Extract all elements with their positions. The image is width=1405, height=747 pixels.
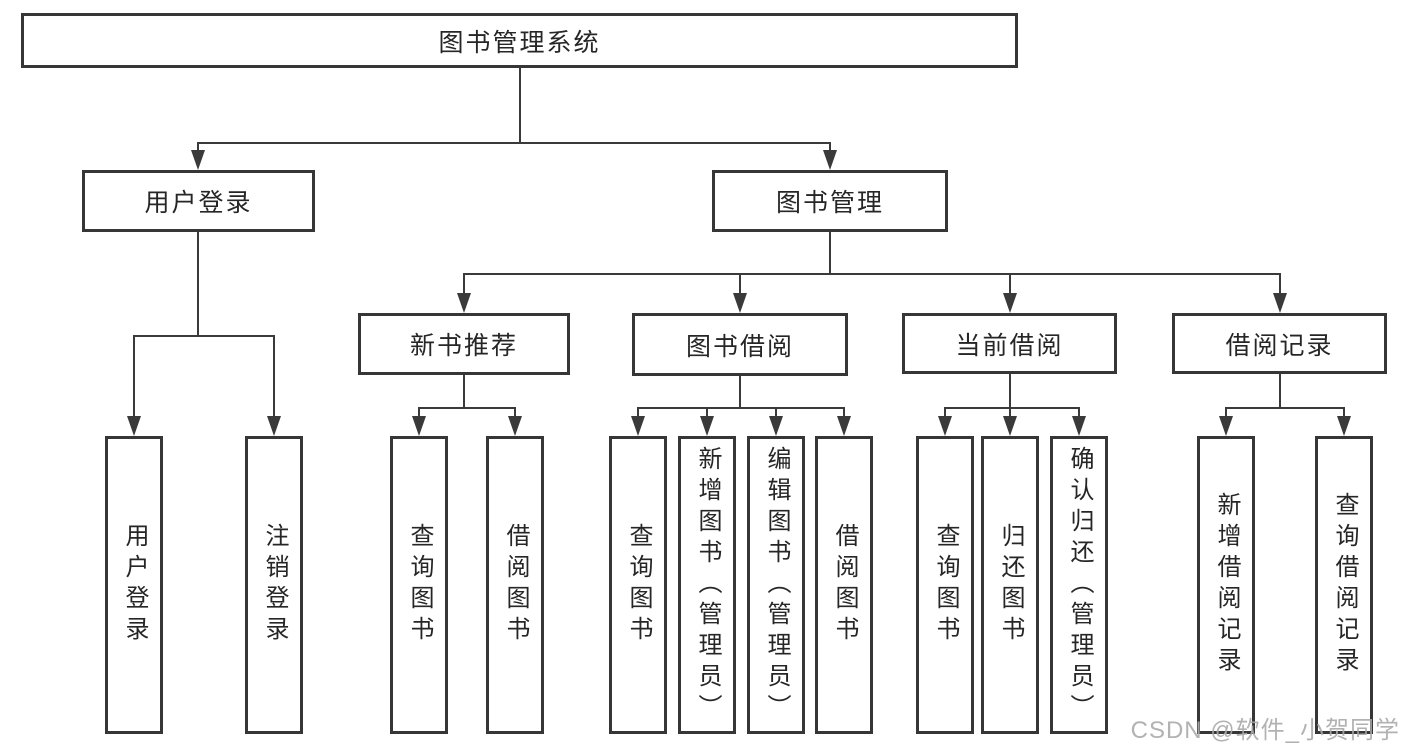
arrowhead-new-books bbox=[457, 293, 471, 313]
leaf-bb-add-books-admin: 新增图书（管理员） bbox=[678, 436, 736, 734]
arrowhead-cb-return bbox=[1003, 416, 1017, 436]
node-book-borrowing-label: 图书借阅 bbox=[685, 332, 794, 361]
csdn-watermark: CSDN @软件_小贺同学 bbox=[1130, 717, 1400, 744]
leaf-br-search-record: 查询借阅记录 bbox=[1315, 436, 1373, 734]
node-borrowing-records-label: 借阅记录 bbox=[1225, 331, 1334, 360]
arrowhead-bb-edit bbox=[769, 416, 783, 436]
arrowhead-leaf-login bbox=[127, 416, 141, 436]
leaf-cb-confirm-return-admin: 确认归还（管理员） bbox=[1050, 436, 1108, 734]
arrowhead-br-add bbox=[1219, 416, 1233, 436]
arrowhead-cb-search bbox=[938, 416, 952, 436]
leaf-cb-search-books-label: 查询图书 bbox=[932, 523, 959, 647]
connector-book-mgmt-bar bbox=[463, 273, 1281, 275]
arrowhead-bb-add bbox=[700, 416, 714, 436]
node-current-borrowing-label: 当前借阅 bbox=[955, 331, 1064, 360]
arrowhead-cb-confirm bbox=[1072, 416, 1086, 436]
leaf-bb-edit-books-admin: 编辑图书（管理员） bbox=[747, 436, 805, 734]
leaf-bb-add-books-admin-label: 新增图书（管理员） bbox=[694, 445, 721, 725]
node-library-system-label: 图书管理系统 bbox=[438, 28, 601, 57]
node-borrowing-records: 借阅记录 bbox=[1172, 313, 1387, 374]
arrowhead-nb-borrow bbox=[508, 416, 522, 436]
leaf-nb-borrow-books: 借阅图书 bbox=[486, 436, 544, 734]
node-current-borrowing: 当前借阅 bbox=[902, 313, 1117, 374]
connector-drop-nb-borrow bbox=[514, 407, 516, 419]
connector-book-borrow-stem bbox=[739, 376, 741, 407]
leaf-nb-search-books-label: 查询图书 bbox=[406, 523, 433, 647]
node-new-book-recommend-label: 新书推荐 bbox=[409, 332, 518, 360]
node-book-management-label: 图书管理 bbox=[775, 189, 884, 217]
leaf-cb-confirm-return-admin-label: 确认归还（管理员） bbox=[1066, 445, 1093, 725]
node-library-system: 图书管理系统 bbox=[21, 13, 1018, 68]
connector-drop-leaf-login bbox=[133, 335, 135, 419]
arrowhead-borrow-records bbox=[1273, 293, 1287, 313]
arrowhead-book-borrow bbox=[733, 293, 747, 313]
leaf-bb-borrow-books-label: 借阅图书 bbox=[831, 523, 858, 647]
leaf-br-search-record-label: 查询借阅记录 bbox=[1331, 492, 1358, 678]
connector-drop-user-login bbox=[197, 142, 199, 154]
arrowhead-user-login bbox=[191, 150, 205, 170]
connector-book-borrow-bar bbox=[637, 407, 845, 409]
connector-user-login-bar bbox=[133, 335, 275, 337]
connector-drop-current-borrow bbox=[1009, 273, 1011, 297]
node-new-book-recommend: 新书推荐 bbox=[358, 313, 570, 375]
leaf-nb-borrow-books-label: 借阅图书 bbox=[502, 523, 529, 647]
connector-drop-cb-search bbox=[944, 407, 946, 419]
leaf-logout-label: 注销登录 bbox=[261, 523, 288, 647]
connector-borrow-records-bar bbox=[1225, 407, 1345, 409]
connector-drop-leaf-logout bbox=[273, 335, 275, 419]
leaf-bb-borrow-books: 借阅图书 bbox=[815, 436, 873, 734]
connector-drop-bb-borrow bbox=[843, 407, 845, 419]
connector-new-books-bar bbox=[418, 407, 516, 409]
arrowhead-br-search bbox=[1337, 416, 1351, 436]
connector-current-borrow-stem bbox=[1009, 374, 1011, 407]
leaf-cb-return-books-label: 归还图书 bbox=[997, 523, 1024, 647]
connector-borrow-records-stem bbox=[1279, 374, 1281, 407]
leaf-bb-search-books: 查询图书 bbox=[609, 436, 667, 734]
leaf-cb-return-books: 归还图书 bbox=[981, 436, 1039, 734]
arrowhead-nb-search bbox=[412, 416, 426, 436]
leaf-br-add-record-label: 新增借阅记录 bbox=[1213, 492, 1240, 678]
leaf-nb-search-books: 查询图书 bbox=[390, 436, 448, 734]
connector-drop-borrow-records bbox=[1279, 273, 1281, 297]
connector-drop-book-mgmt bbox=[829, 142, 831, 154]
node-book-borrowing: 图书借阅 bbox=[632, 313, 848, 376]
connector-drop-book-borrow bbox=[739, 273, 741, 297]
connector-current-borrow-bar bbox=[944, 407, 1080, 409]
connector-drop-cb-return bbox=[1009, 407, 1011, 419]
node-user-login: 用户登录 bbox=[82, 170, 315, 232]
leaf-logout: 注销登录 bbox=[245, 436, 303, 734]
leaf-bb-search-books-label: 查询图书 bbox=[625, 523, 652, 647]
arrowhead-leaf-logout bbox=[267, 416, 281, 436]
connector-drop-bb-add bbox=[706, 407, 708, 419]
arrowhead-book-mgmt bbox=[823, 150, 837, 170]
connector-drop-br-search bbox=[1343, 407, 1345, 419]
connector-book-mgmt-stem bbox=[829, 232, 831, 273]
connector-root-bar bbox=[197, 142, 831, 144]
connector-drop-br-add bbox=[1225, 407, 1227, 419]
leaf-br-add-record: 新增借阅记录 bbox=[1197, 436, 1255, 734]
connector-drop-cb-confirm bbox=[1078, 407, 1080, 419]
connector-user-login-stem bbox=[197, 232, 199, 335]
leaf-bb-edit-books-admin-label: 编辑图书（管理员） bbox=[763, 445, 790, 725]
connector-drop-bb-search bbox=[637, 407, 639, 419]
arrowhead-bb-borrow bbox=[837, 416, 851, 436]
connector-drop-nb-search bbox=[418, 407, 420, 419]
connector-drop-new-books bbox=[463, 273, 465, 297]
arrowhead-bb-search bbox=[631, 416, 645, 436]
connector-new-books-stem bbox=[463, 375, 465, 407]
arrowhead-current-borrow bbox=[1003, 293, 1017, 313]
connector-drop-bb-edit bbox=[775, 407, 777, 419]
leaf-user-login: 用户登录 bbox=[105, 436, 163, 734]
leaf-cb-search-books: 查询图书 bbox=[916, 436, 974, 734]
leaf-user-login-label: 用户登录 bbox=[121, 523, 148, 647]
connector-root-stem bbox=[519, 68, 521, 142]
node-book-management: 图书管理 bbox=[712, 170, 948, 232]
node-user-login-label: 用户登录 bbox=[144, 189, 253, 217]
